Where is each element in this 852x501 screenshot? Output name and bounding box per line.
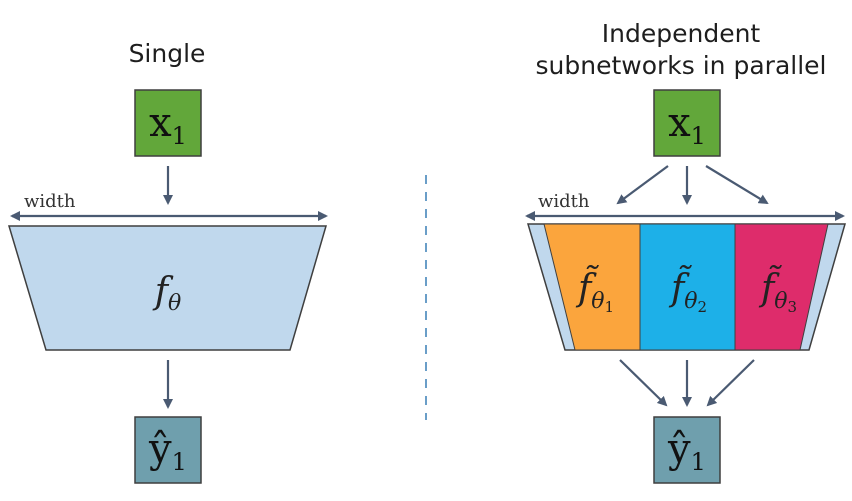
right-output-arrow-1 — [619, 359, 668, 407]
subnetwork-3-region — [734, 223, 829, 351]
left-output-subscript: 1 — [172, 448, 187, 476]
right-output-arrow-3 — [706, 359, 755, 407]
subnetwork-group: f̃θ1 f̃θ2 f̃θ3 — [543, 223, 829, 351]
subnetwork-3-subscript: θ — [774, 289, 787, 314]
right-panel-title-line1: Independent — [602, 19, 761, 48]
subnetwork-1-subscript: θ — [591, 289, 604, 314]
right-width-dimension: width — [525, 191, 845, 221]
right-panel-title-line2: subnetworks in parallel — [536, 51, 827, 80]
left-output-box — [134, 416, 202, 484]
subnetwork-3-index: 3 — [788, 298, 798, 316]
subnetwork-2-region — [639, 223, 736, 351]
right-input-symbol: x — [668, 100, 691, 146]
subnetwork-2-index: 2 — [698, 298, 708, 316]
right-input-arrow-1 — [616, 165, 669, 205]
right-input-arrow-3 — [705, 165, 769, 205]
left-network-trapezoid — [7, 225, 327, 351]
right-output-symbol: ŷ — [667, 426, 691, 472]
left-panel-title: Single — [129, 39, 206, 68]
left-width-label: width — [24, 191, 76, 212]
right-input-subscript: 1 — [691, 122, 706, 150]
subnetwork-2-subscript: θ — [684, 289, 697, 314]
right-input-node: x1 — [653, 89, 721, 157]
right-output-box — [653, 416, 721, 484]
left-output-symbol: ŷ — [148, 426, 172, 472]
right-output-label: ŷ1 — [667, 426, 706, 476]
left-input-box — [134, 89, 202, 157]
right-output-node: ŷ1 — [653, 416, 721, 484]
right-panel: Independent subnetworks in parallel x1 w… — [525, 19, 846, 484]
right-input-box — [653, 89, 721, 157]
right-width-label: width — [538, 191, 590, 212]
left-network-subscript: θ — [168, 291, 181, 316]
left-input-symbol: x — [149, 100, 172, 146]
left-output-node: ŷ1 — [134, 416, 202, 484]
left-panel: Single x1 width fθ ŷ1 — [7, 39, 328, 484]
left-input-subscript: 1 — [172, 122, 187, 150]
left-input-label: x1 — [149, 100, 187, 150]
subnetwork-1-index: 1 — [605, 298, 615, 316]
right-input-label: x1 — [668, 100, 706, 150]
right-output-subscript: 1 — [691, 448, 706, 476]
left-width-dimension: width — [10, 191, 328, 221]
left-output-label: ŷ1 — [148, 426, 187, 476]
left-input-node: x1 — [134, 89, 202, 157]
